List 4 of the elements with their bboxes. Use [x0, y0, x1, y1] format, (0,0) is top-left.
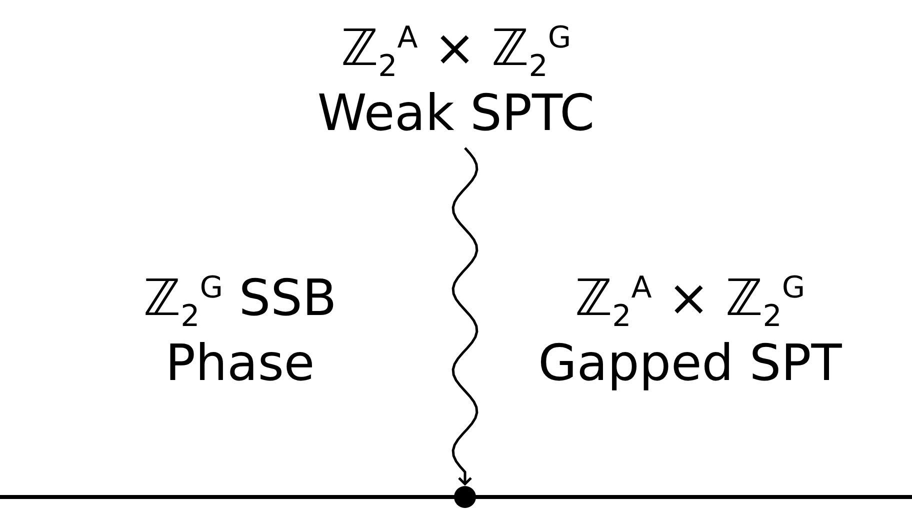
critical-point-dot — [454, 486, 476, 508]
wavy-arrow — [452, 147, 478, 486]
phase-label: Weak SPTC — [316, 84, 596, 142]
phase-region-label: ℤ$_{2}$$^{G}$ SSB Phase — [142, 270, 338, 392]
